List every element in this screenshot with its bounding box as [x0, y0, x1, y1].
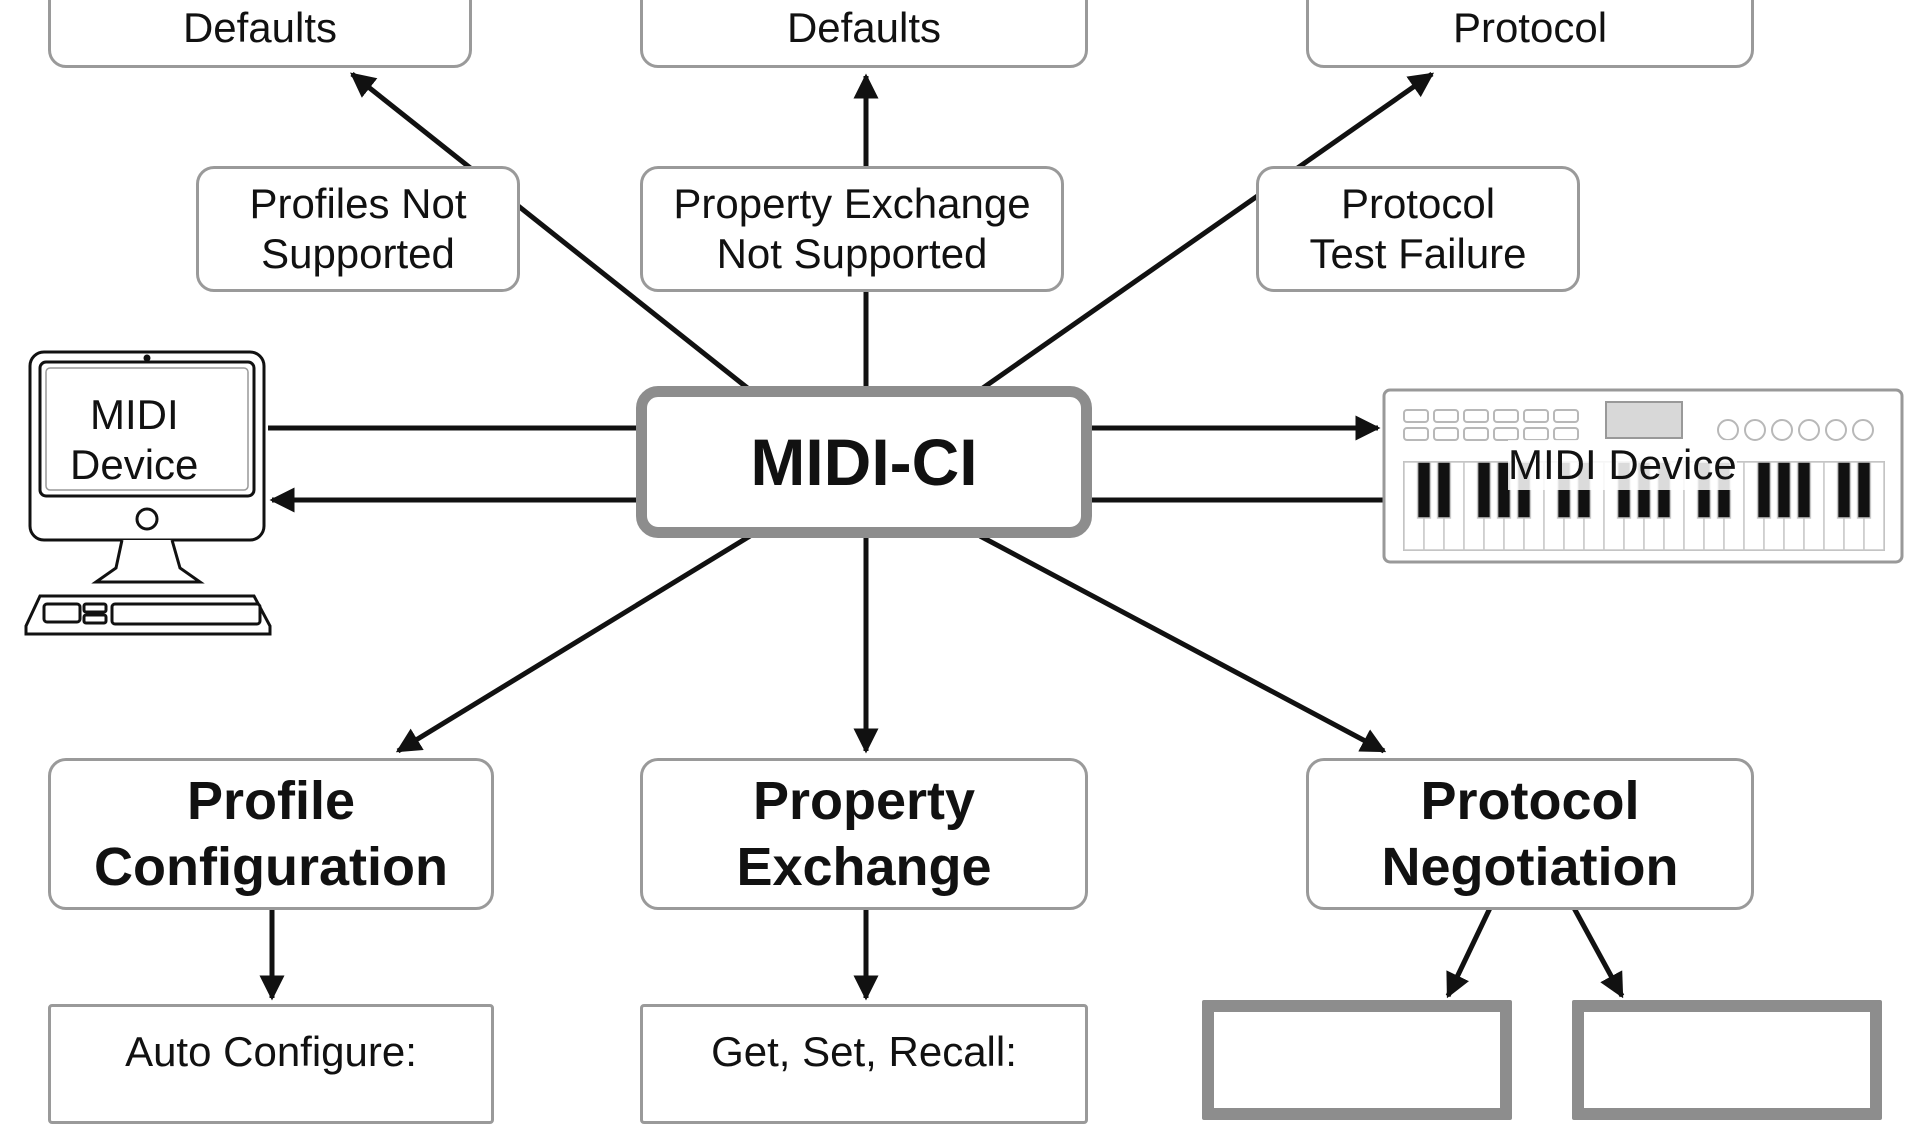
left-device-line1: MIDI — [90, 391, 179, 438]
black-key — [1756, 461, 1772, 519]
property-exchange-line1: Property — [752, 771, 976, 831]
property-exchange-box: Property Exchange — [640, 758, 1088, 910]
protocol-default-label: Protocol — [1452, 4, 1608, 51]
left-device-line2: Device — [70, 441, 199, 488]
computer-icon — [24, 350, 272, 636]
get-set-recall-box: Get, Set, Recall: — [640, 1004, 1088, 1124]
midi-ci-label: MIDI-CI — [750, 425, 978, 499]
protocol-negotiation-line1: Protocol — [1420, 771, 1640, 831]
protocol-test-failure-line2: Test Failure — [1309, 230, 1527, 277]
arrow-negotiation-to-left — [1445, 906, 1493, 999]
arrow-protocol-to-top — [978, 71, 1435, 393]
arrow-profiles-to-defaults — [350, 72, 752, 392]
profile-defaults-box: Defaults — [48, 0, 472, 68]
profiles-not-supported-box: Profiles Not Supported — [196, 166, 520, 292]
property-exchange-not-supported-line1: Property Exchange — [673, 180, 1031, 227]
get-set-recall-label: Get, Set, Recall: — [711, 1028, 1017, 1075]
negotiation-option-left-box — [1202, 1000, 1512, 1120]
protocol-test-failure-box: Protocol Test Failure — [1256, 166, 1580, 292]
arrow-hub-to-protocol-negotiation — [978, 533, 1387, 754]
connector-layer — [24, 71, 1904, 1001]
black-key — [1416, 461, 1432, 519]
midi-ci-hub: MIDI-CI — [636, 386, 1092, 538]
profile-configuration-line2: Configuration — [94, 837, 448, 897]
property-exchange-not-supported-box: Property Exchange Not Supported — [640, 166, 1064, 292]
protocol-default-box: Protocol — [1306, 0, 1754, 68]
protocol-negotiation-line2: Negotiation — [1381, 837, 1679, 897]
auto-configure-label: Auto Configure: — [125, 1028, 417, 1075]
black-key — [1436, 461, 1452, 519]
profile-defaults-label: Defaults — [182, 4, 338, 51]
black-key — [1776, 461, 1792, 519]
arrow-negotiation-to-right — [1571, 906, 1625, 999]
black-key — [1836, 461, 1852, 519]
auto-configure-box: Auto Configure: — [48, 1004, 494, 1124]
right-device-label: MIDI Device — [1508, 440, 1737, 490]
protocol-negotiation-box: Protocol Negotiation — [1306, 758, 1754, 910]
negotiation-option-right-box — [1572, 1000, 1882, 1120]
black-key — [1856, 461, 1872, 519]
property-defaults-box: Defaults — [640, 0, 1088, 68]
black-key — [1496, 461, 1512, 519]
diagram: Defaults Defaults Protocol Profiles Not … — [24, 0, 1904, 1124]
profile-configuration-box: Profile Configuration — [48, 758, 494, 910]
profiles-not-supported-line2: Supported — [261, 230, 455, 277]
property-exchange-not-supported-line2: Not Supported — [716, 230, 988, 277]
left-device-label: MIDI Device — [70, 390, 198, 490]
profiles-not-supported-line1: Profiles Not — [249, 180, 467, 227]
black-key — [1796, 461, 1812, 519]
property-exchange-line2: Exchange — [736, 837, 992, 897]
property-defaults-label: Defaults — [786, 4, 942, 51]
protocol-test-failure-line1: Protocol — [1340, 180, 1496, 227]
arrow-hub-to-profile-config — [395, 533, 752, 754]
profile-configuration-line1: Profile — [186, 771, 356, 831]
black-key — [1476, 461, 1492, 519]
